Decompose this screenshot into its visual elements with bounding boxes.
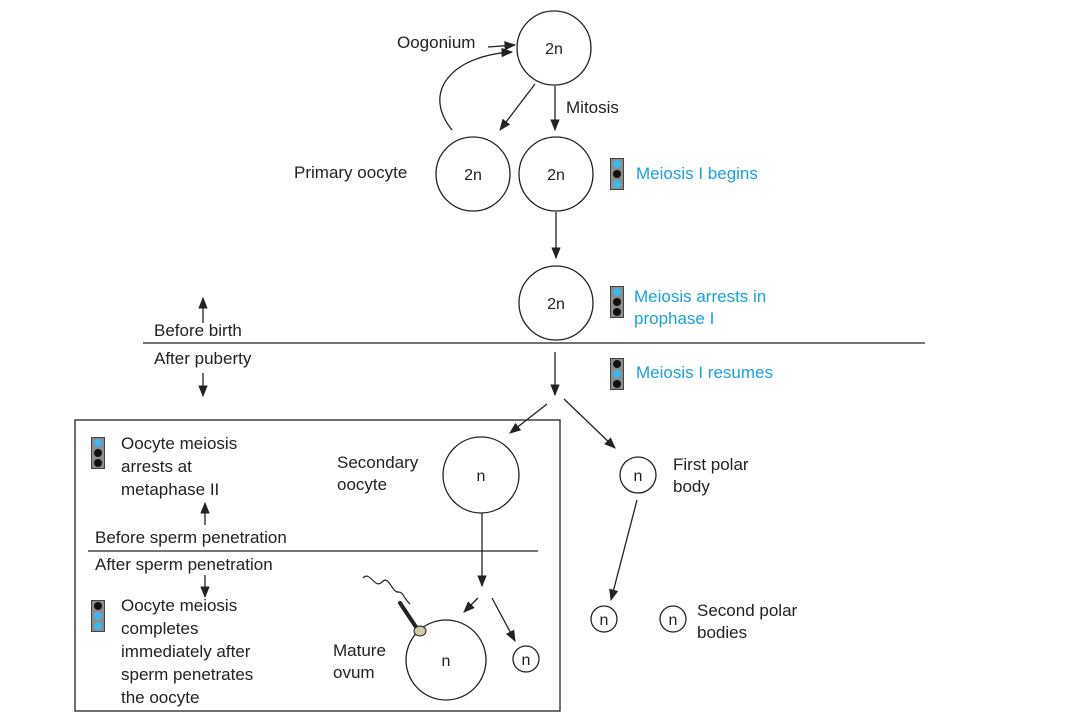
cell-second-polar-body-1-ploidy: n bbox=[600, 612, 609, 629]
sperm-icon bbox=[362, 575, 427, 637]
cell-arrested-oocyte: 2n bbox=[518, 265, 594, 341]
box-completes-line1: Oocyte meiosis bbox=[121, 596, 238, 615]
arrow-self-renewal bbox=[439, 47, 514, 131]
box-completes-line5: the oocyte bbox=[121, 688, 200, 707]
traffic-light-icon bbox=[91, 600, 105, 632]
label-second-polar-bodies-line2: bodies bbox=[697, 623, 748, 642]
cell-first-polar-body: n bbox=[619, 456, 657, 494]
arrow-to-primary-left bbox=[499, 83, 536, 131]
stage-meiosis-arrests-line1: Meiosis arrests in bbox=[634, 287, 767, 306]
box-arrest-metaphase-line2: arrests at bbox=[121, 457, 192, 476]
arrow-to-first-polar bbox=[563, 398, 616, 449]
traffic-light-icon bbox=[91, 437, 105, 469]
box-arrest-metaphase-line3: metaphase II bbox=[121, 480, 220, 499]
cell-mature-ovum-ploidy: n bbox=[442, 653, 451, 670]
cell-secondary-oocyte-ploidy: n bbox=[477, 468, 486, 485]
cell-primary-oocyte-left-ploidy: 2n bbox=[464, 167, 482, 184]
label-before-birth: Before birth bbox=[154, 321, 242, 340]
cell-mature-ovum-polar-body: n bbox=[512, 645, 540, 673]
box-arrest-metaphase-line1: Oocyte meiosis bbox=[121, 434, 238, 453]
label-first-polar-body-line1: First polar bbox=[673, 455, 749, 474]
fertilization-box bbox=[74, 419, 561, 712]
label-oogonium: Oogonium bbox=[397, 33, 476, 52]
cell-secondary-oocyte: n bbox=[442, 436, 520, 514]
label-second-polar-bodies-line1: Second polar bbox=[697, 601, 798, 620]
cell-primary-oocyte-right-ploidy: 2n bbox=[547, 167, 565, 184]
stage-meiosis-arrests-line2: prophase I bbox=[634, 309, 715, 328]
cell-primary-oocyte-left: 2n bbox=[435, 136, 511, 212]
arrow-to-ovum bbox=[463, 597, 479, 613]
cell-second-polar-body-2: n bbox=[659, 605, 687, 633]
box-completes-line2: completes bbox=[121, 619, 199, 638]
stage-meiosis-i-resumes: Meiosis I resumes bbox=[636, 363, 773, 382]
cell-arrested-oocyte-ploidy: 2n bbox=[547, 296, 565, 313]
arrow-oogonium-label bbox=[487, 41, 517, 51]
cell-second-polar-body-1: n bbox=[590, 605, 618, 633]
label-secondary-oocyte-line2: oocyte bbox=[337, 475, 388, 494]
cell-mature-ovum: n bbox=[405, 619, 487, 701]
traffic-light-icon bbox=[610, 158, 624, 190]
label-mature-ovum-line2: ovum bbox=[333, 663, 375, 682]
label-before-sperm-penetration: Before sperm penetration bbox=[95, 528, 287, 547]
label-after-sperm-penetration: After sperm penetration bbox=[95, 555, 273, 574]
arrow-first-polar-down bbox=[609, 499, 638, 602]
cell-primary-oocyte-right: 2n bbox=[518, 136, 594, 212]
label-primary-oocyte: Primary oocyte bbox=[294, 163, 408, 182]
arrow-to-secondary bbox=[509, 403, 548, 434]
box-completes-line3: immediately after bbox=[121, 642, 251, 661]
label-mitosis: Mitosis bbox=[566, 98, 619, 117]
box-completes-line4: sperm penetrates bbox=[121, 665, 254, 684]
label-after-puberty: After puberty bbox=[154, 349, 252, 368]
traffic-light-icon bbox=[610, 286, 624, 318]
cell-second-polar-body-2-ploidy: n bbox=[669, 612, 678, 629]
label-first-polar-body-line2: body bbox=[673, 477, 710, 496]
cell-mature-ovum-polar-body-ploidy: n bbox=[522, 652, 531, 669]
stage-meiosis-i-begins: Meiosis I begins bbox=[636, 164, 758, 183]
cell-oogonium-ploidy: 2n bbox=[545, 41, 563, 58]
cell-first-polar-body-ploidy: n bbox=[634, 468, 643, 485]
label-secondary-oocyte-line1: Secondary bbox=[337, 453, 419, 472]
cell-oogonium: 2n bbox=[516, 10, 592, 86]
traffic-light-icon bbox=[610, 358, 624, 390]
arrow-to-ovum-polar bbox=[491, 597, 516, 643]
label-mature-ovum-line1: Mature bbox=[333, 641, 386, 660]
